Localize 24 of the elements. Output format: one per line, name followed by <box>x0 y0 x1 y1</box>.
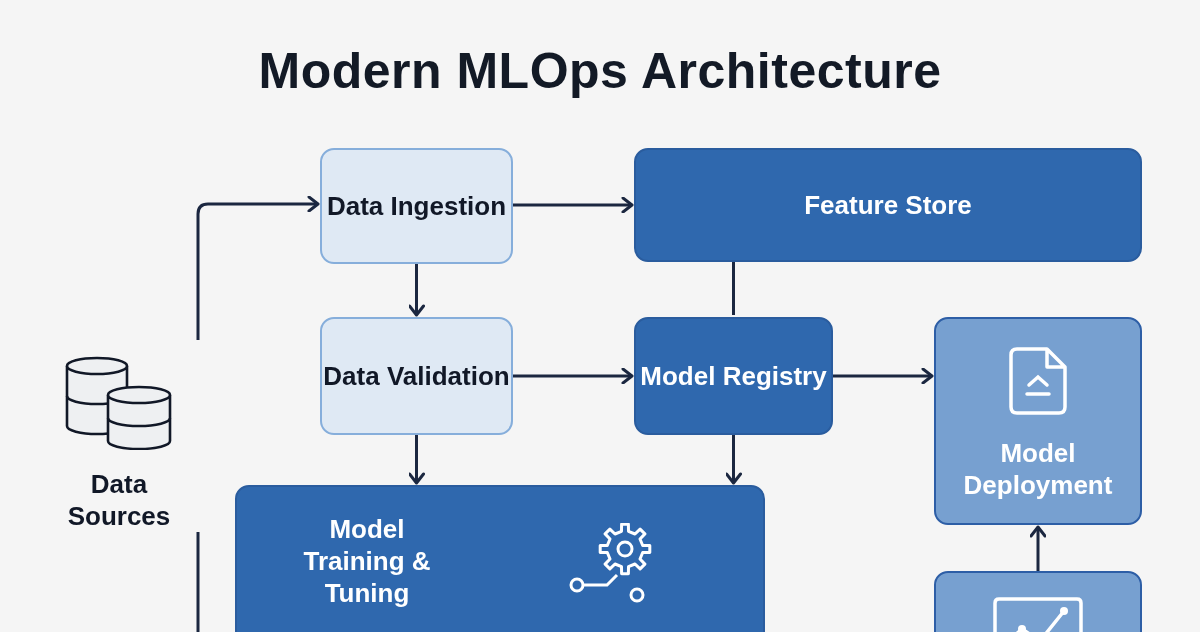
node-label: Data Ingestion <box>326 190 507 222</box>
diagram-title: Modern MLOps Architecture <box>257 42 943 100</box>
process-box <box>320 317 513 435</box>
arrow <box>1029 525 1047 571</box>
process-box <box>634 148 1142 262</box>
arrow <box>833 367 934 385</box>
arrow <box>725 435 742 485</box>
arrow <box>408 264 425 317</box>
node-label: Data Sources <box>66 468 172 532</box>
process-box <box>634 317 833 435</box>
node-label: Model Training & Tuning <box>302 513 432 609</box>
process-box <box>320 148 513 264</box>
arrow <box>513 367 634 385</box>
arrow <box>196 195 320 340</box>
node-label: Feature Store <box>804 189 972 221</box>
node-label: Model Deployment <box>962 437 1114 501</box>
node-label: Model Registry <box>640 360 827 392</box>
arrow <box>513 196 634 214</box>
arrow <box>408 435 425 485</box>
process-box <box>235 485 765 632</box>
connector-line <box>732 262 735 315</box>
process-box <box>934 317 1142 525</box>
connector-line <box>196 532 200 632</box>
node-label: Data Validation <box>323 360 510 392</box>
